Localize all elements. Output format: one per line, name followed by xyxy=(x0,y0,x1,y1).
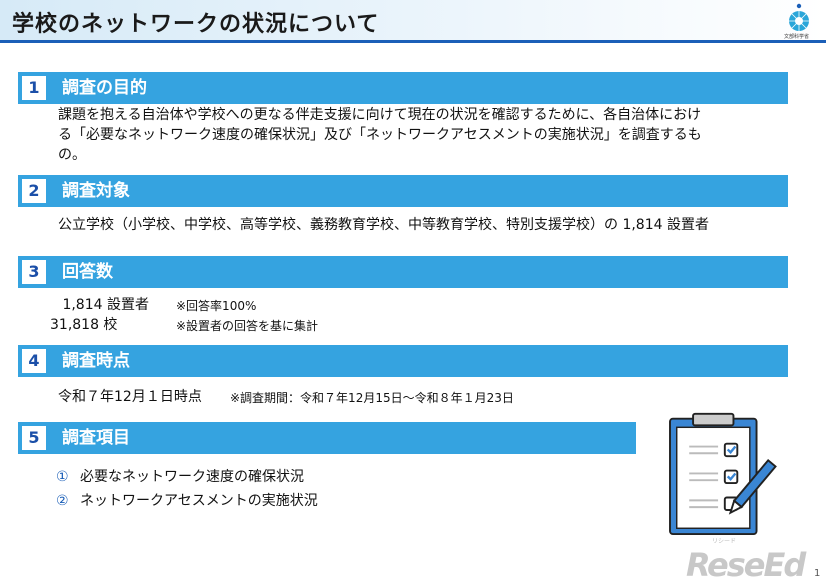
section-header-target: 2 調査対象 xyxy=(18,175,788,207)
response-note: ※設置者の回答を基に集計 xyxy=(176,319,319,333)
header-divider xyxy=(0,40,826,43)
section-header-responses: 3 回答数 xyxy=(18,256,788,288)
section-label: 調査項目 xyxy=(62,428,130,448)
response-count: 1,814 設置者 xyxy=(58,297,149,313)
item-marker: ① xyxy=(56,469,69,485)
survey-date: 令和７年12月１日時点 xyxy=(58,389,202,405)
body-line: の。 xyxy=(58,147,86,163)
body-line: る「必要なネットワーク速度の確保状況」及び「ネットワークアセスメントの実施状況」… xyxy=(58,127,702,143)
page-number: 1 xyxy=(814,568,821,579)
section-header-items: 5 調査項目 xyxy=(18,422,636,454)
section-number: 4 xyxy=(22,349,46,373)
response-count: 31,818 校 xyxy=(50,317,118,333)
section-number: 2 xyxy=(22,179,46,203)
body-line: 課題を抱える自治体や学校への更なる伴走支援に向けて現在の状況を確認するために、各… xyxy=(58,107,702,123)
survey-item: 必要なネットワーク速度の確保状況 xyxy=(80,469,304,485)
survey-item: ネットワークアセスメントの実施状況 xyxy=(80,493,318,509)
section-number: 1 xyxy=(22,76,46,100)
section-number: 3 xyxy=(22,260,46,284)
section-label: 調査対象 xyxy=(62,181,130,201)
section-header-date: 4 調査時点 xyxy=(18,345,788,377)
watermark-logo: ReseEd xyxy=(686,546,806,584)
section-label: 回答数 xyxy=(62,262,113,282)
section-number: 5 xyxy=(22,426,46,450)
survey-period: ※調査期間：令和７年12月15日～令和８年１月23日 xyxy=(230,391,514,405)
clipboard-checklist-icon xyxy=(669,412,777,535)
mext-logo-icon xyxy=(789,3,809,31)
page-title: 学校のネットワークの状況について xyxy=(12,12,380,37)
section-label: 調査時点 xyxy=(62,351,130,371)
logo-text: 文部科学省 xyxy=(784,34,810,40)
body-line: 公立学校（小学校、中学校、高等学校、義務教育学校、中等教育学校、特別支援学校）の… xyxy=(58,217,709,233)
watermark-ruby: リシード xyxy=(712,538,737,545)
header-bar xyxy=(0,0,826,40)
response-note: ※回答率100% xyxy=(176,299,257,313)
section-header-purpose: 1 調査の目的 xyxy=(18,72,788,104)
section-label: 調査の目的 xyxy=(62,78,147,98)
item-marker: ② xyxy=(56,493,69,509)
